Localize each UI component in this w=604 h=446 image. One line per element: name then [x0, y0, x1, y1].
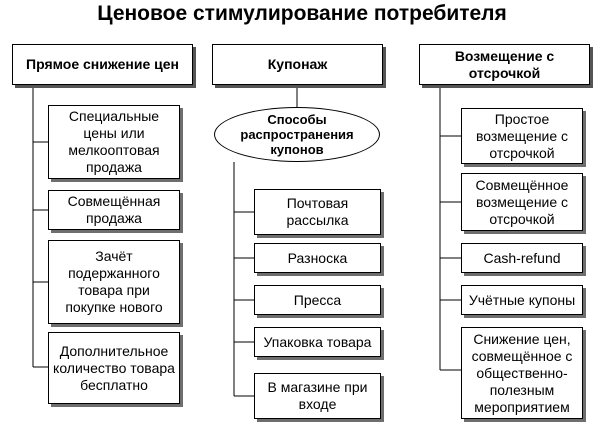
item-accounting-coupons: Учётные купоны — [461, 285, 583, 315]
item-product-packaging: Упаковка товара — [254, 327, 381, 357]
item-combined-deferred-refund: Совмещённое возмещение с отсрочкой — [461, 173, 583, 231]
item-combined-sale: Совмещённая продажа — [48, 190, 180, 230]
heading-couponing: Купонаж — [212, 44, 383, 85]
item-cash-refund: Cash-refund — [461, 243, 583, 273]
heading-deferred-refund: Возмещение с отсрочкой — [419, 44, 590, 85]
item-extra-quantity-free: Дополнительное количество товара бесплат… — [48, 332, 180, 404]
item-delivery: Разноска — [254, 243, 381, 273]
item-press: Пресса — [254, 285, 381, 315]
item-special-prices: Специальные цены или мелкооптовая продаж… — [48, 105, 180, 179]
item-mail-distribution: Почтовая рассылка — [254, 189, 381, 235]
item-trade-in: Зачёт подержанного товара при покупке но… — [48, 240, 180, 324]
diagram-title: Ценовое стимулирование потребителя — [97, 2, 507, 25]
item-at-store-entrance: В магазине при входе — [254, 373, 381, 419]
oval-coupon-distribution-methods: Способы распространения купонов — [214, 107, 380, 162]
heading-direct-price-reduction: Прямое снижение цен — [12, 44, 193, 85]
item-simple-deferred-refund: Простое возмещение с отсрочкой — [461, 108, 583, 164]
item-price-cut-with-social-event: Снижение цен, совмещённое с общественно-… — [461, 327, 583, 419]
